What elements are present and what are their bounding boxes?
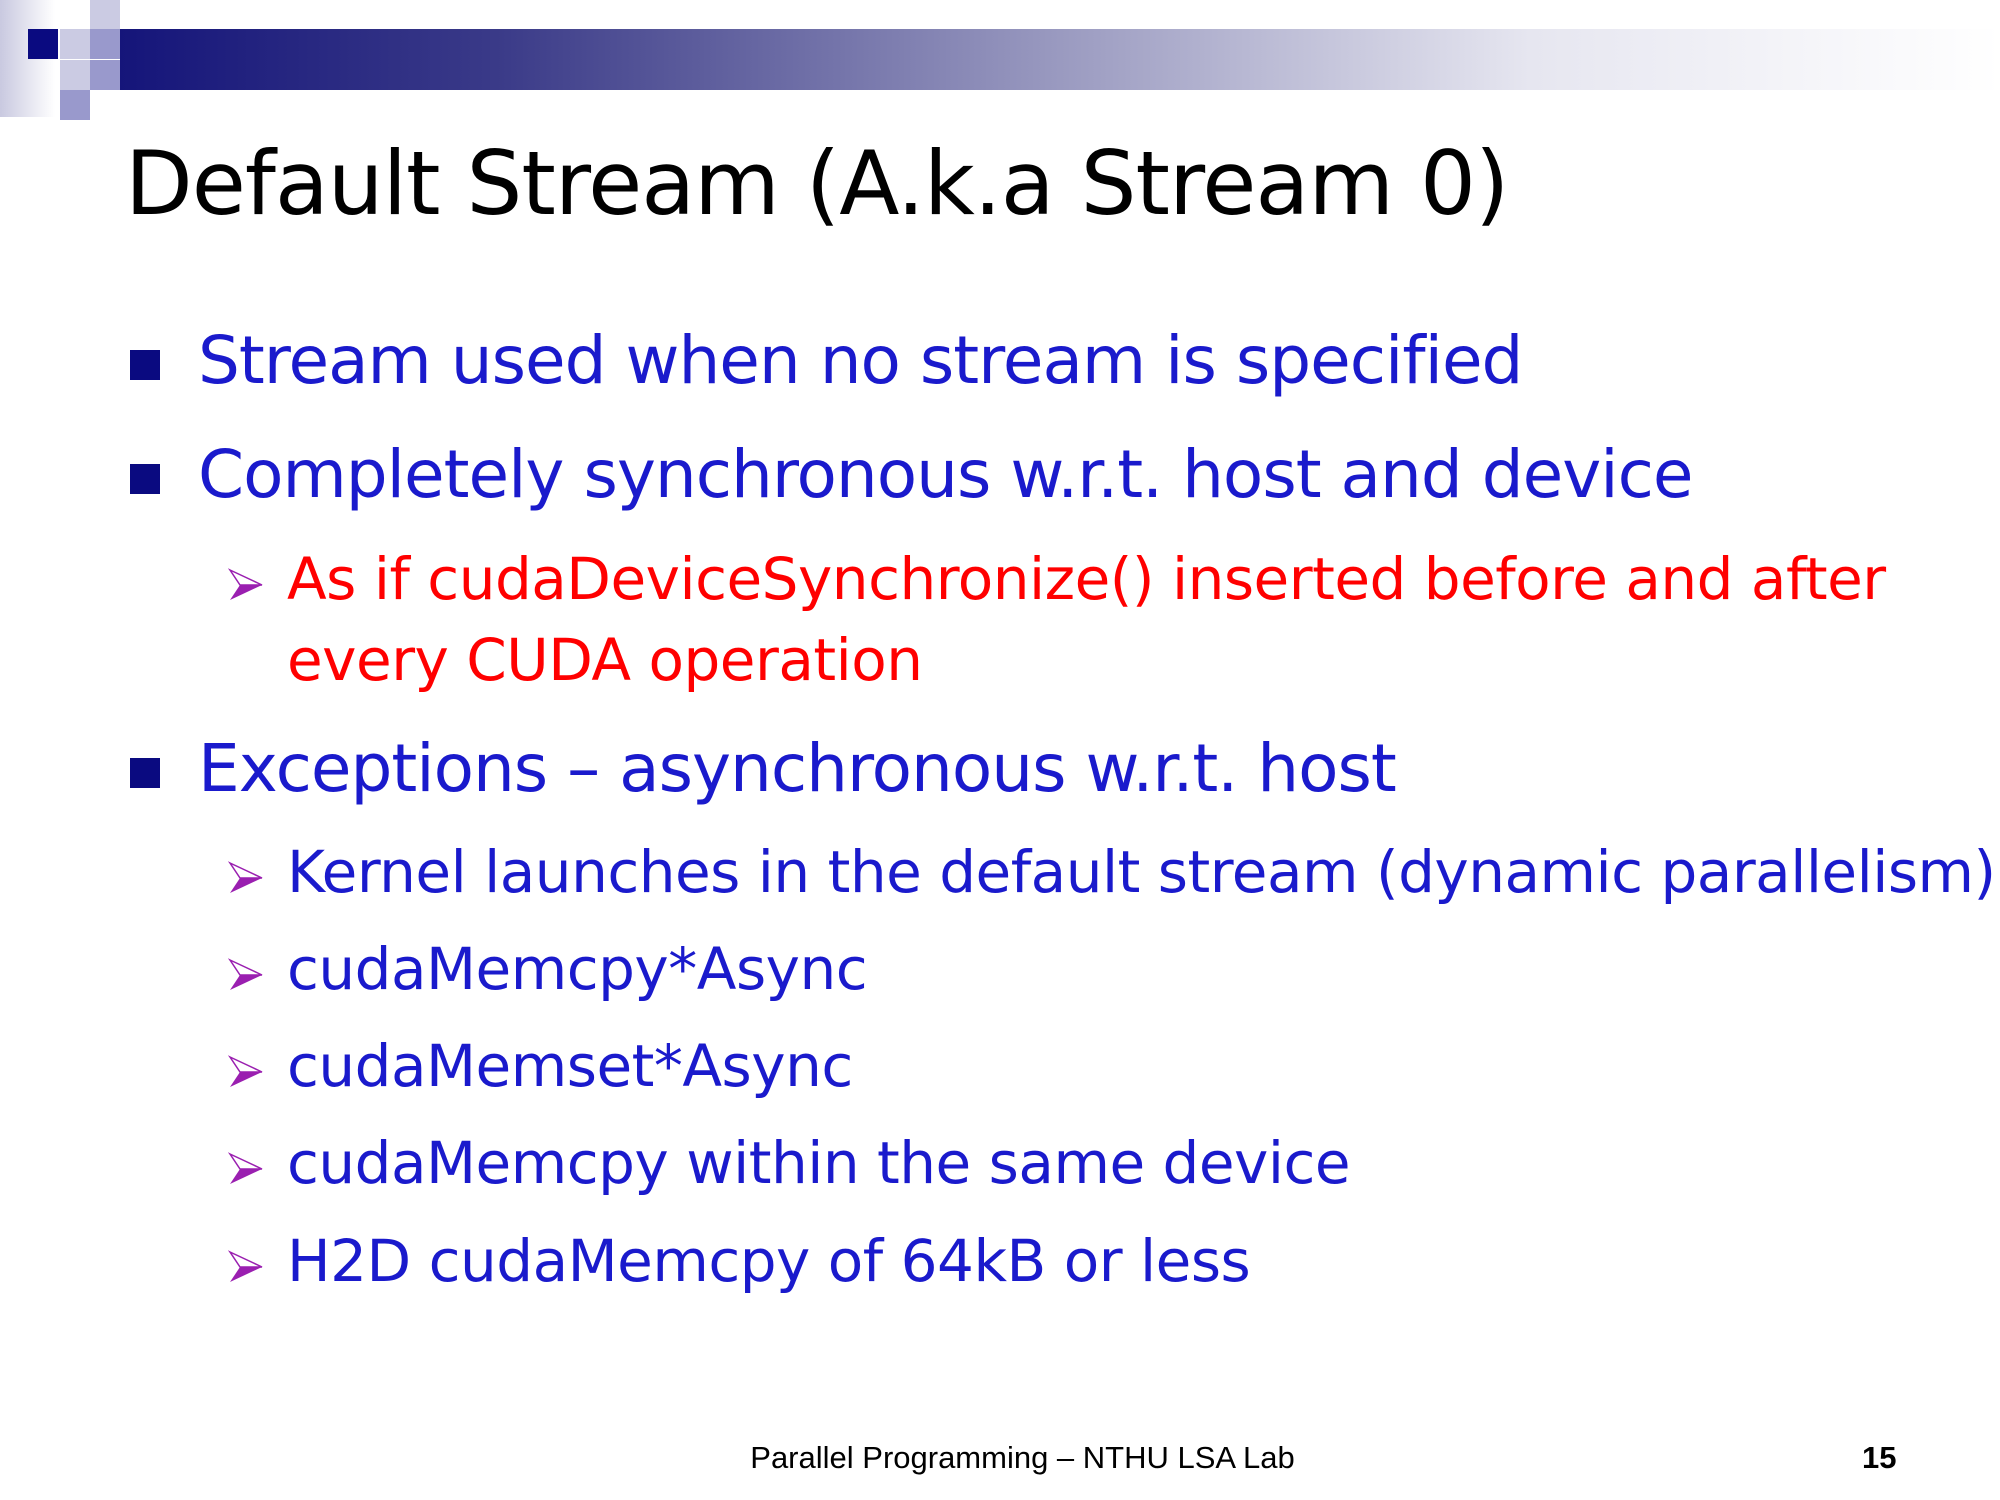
bullet-text: Completely synchronous w.r.t. host and d… xyxy=(198,436,1693,513)
arrow-bullet-icon xyxy=(228,566,264,602)
sub-bullet-text: H2D cudaMemcpy of 64kB or less xyxy=(287,1227,1251,1295)
page-number: 15 xyxy=(1862,1440,1897,1475)
bullet-square-icon xyxy=(130,350,160,380)
arrow-bullet-icon xyxy=(228,1248,264,1284)
sub-bullet-text: Kernel launches in the default stream (d… xyxy=(287,838,1996,906)
sub-bullet-text: cudaMemcpy within the same device xyxy=(287,1129,1351,1197)
bullet-square-icon xyxy=(130,758,160,788)
sub-bullet-text: cudaMemcpy*Async xyxy=(287,935,868,1003)
header-square xyxy=(60,90,90,120)
header-square xyxy=(28,29,58,59)
header-square xyxy=(90,0,120,30)
bullet-text: Exceptions – asynchronous w.r.t. host xyxy=(198,730,1397,807)
header-gradient-bar xyxy=(120,29,2000,90)
header-square xyxy=(60,29,90,59)
arrow-bullet-icon xyxy=(228,1150,264,1186)
header-square xyxy=(90,29,120,59)
arrow-bullet-icon xyxy=(228,956,264,992)
sub-bullet-text: As if cudaDeviceSynchronize() inserted b… xyxy=(287,545,1886,613)
sub-bullet-text: cudaMemset*Async xyxy=(287,1032,853,1100)
header-square xyxy=(60,60,90,90)
slide-title: Default Stream (A.k.a Stream 0) xyxy=(125,132,1509,235)
bullet-text: Stream used when no stream is specified xyxy=(198,322,1523,399)
arrow-bullet-icon xyxy=(228,859,264,895)
bullet-square-icon xyxy=(130,464,160,494)
sub-bullet-text-continued: every CUDA operation xyxy=(287,626,923,694)
header-square xyxy=(90,60,120,90)
slide-footer: Parallel Programming – NTHU LSA Lab xyxy=(750,1440,1295,1475)
arrow-bullet-icon xyxy=(228,1053,264,1089)
